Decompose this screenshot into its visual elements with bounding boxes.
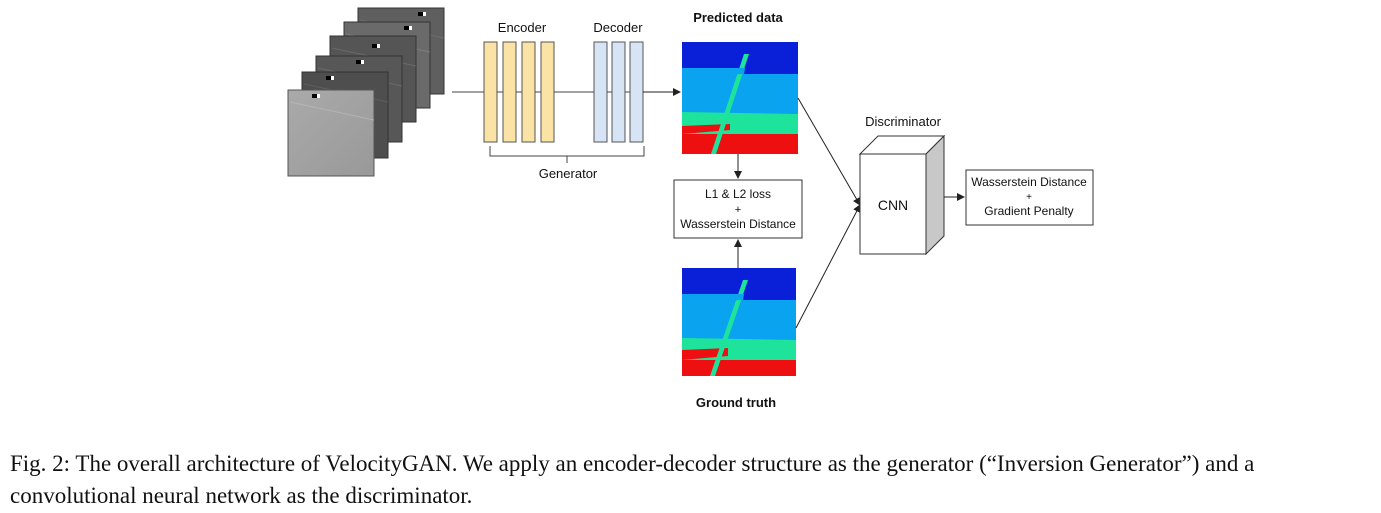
decoder-layer xyxy=(593,41,608,143)
loss-box: L1 & L2 loss + Wasserstein Distance xyxy=(673,179,803,239)
ground-truth-label: Ground truth xyxy=(696,395,776,410)
output-line-3: Gradient Penalty xyxy=(984,204,1073,218)
loss-line-3: Wasserstein Distance xyxy=(680,217,796,231)
predicted-to-discriminator-arrow xyxy=(797,97,861,206)
cnn-block: CNN xyxy=(858,134,946,256)
encoder-block xyxy=(483,41,652,143)
output-box: Wasserstein Distance + Gradient Penalty xyxy=(965,169,1094,226)
decoder-label: Decoder xyxy=(593,20,643,35)
encoder-layer xyxy=(521,41,536,143)
encoder-label: Encoder xyxy=(498,20,547,35)
architecture-diagram: Encoder Decoder Generator Predicted data… xyxy=(287,7,1094,410)
discriminator-label: Discriminator xyxy=(865,114,942,129)
output-line-2: + xyxy=(1026,192,1032,203)
encoder-layer xyxy=(483,41,498,143)
predicted-data-label: Predicted data xyxy=(693,10,783,25)
figure-caption: Fig. 2: The overall architecture of Velo… xyxy=(10,451,1255,508)
decoder-block xyxy=(593,41,644,143)
ground-truth-velocity-map xyxy=(682,268,796,376)
decoder-layer xyxy=(611,41,626,143)
generator-bracket xyxy=(489,146,645,163)
cnn-label: CNN xyxy=(878,197,908,213)
seismic-input-stack xyxy=(287,7,445,177)
encoder-layer xyxy=(540,41,555,143)
seismic-slice-front xyxy=(287,89,375,177)
predicted-velocity-map xyxy=(682,42,798,154)
loss-line-1: L1 & L2 loss xyxy=(705,187,771,201)
loss-line-2: + xyxy=(735,204,741,216)
generator-label: Generator xyxy=(539,166,598,181)
output-line-1: Wasserstein Distance xyxy=(971,175,1087,189)
decoder-layer xyxy=(629,41,644,143)
encoder-layer xyxy=(502,41,517,143)
ground-truth-to-discriminator-arrow xyxy=(795,204,861,329)
